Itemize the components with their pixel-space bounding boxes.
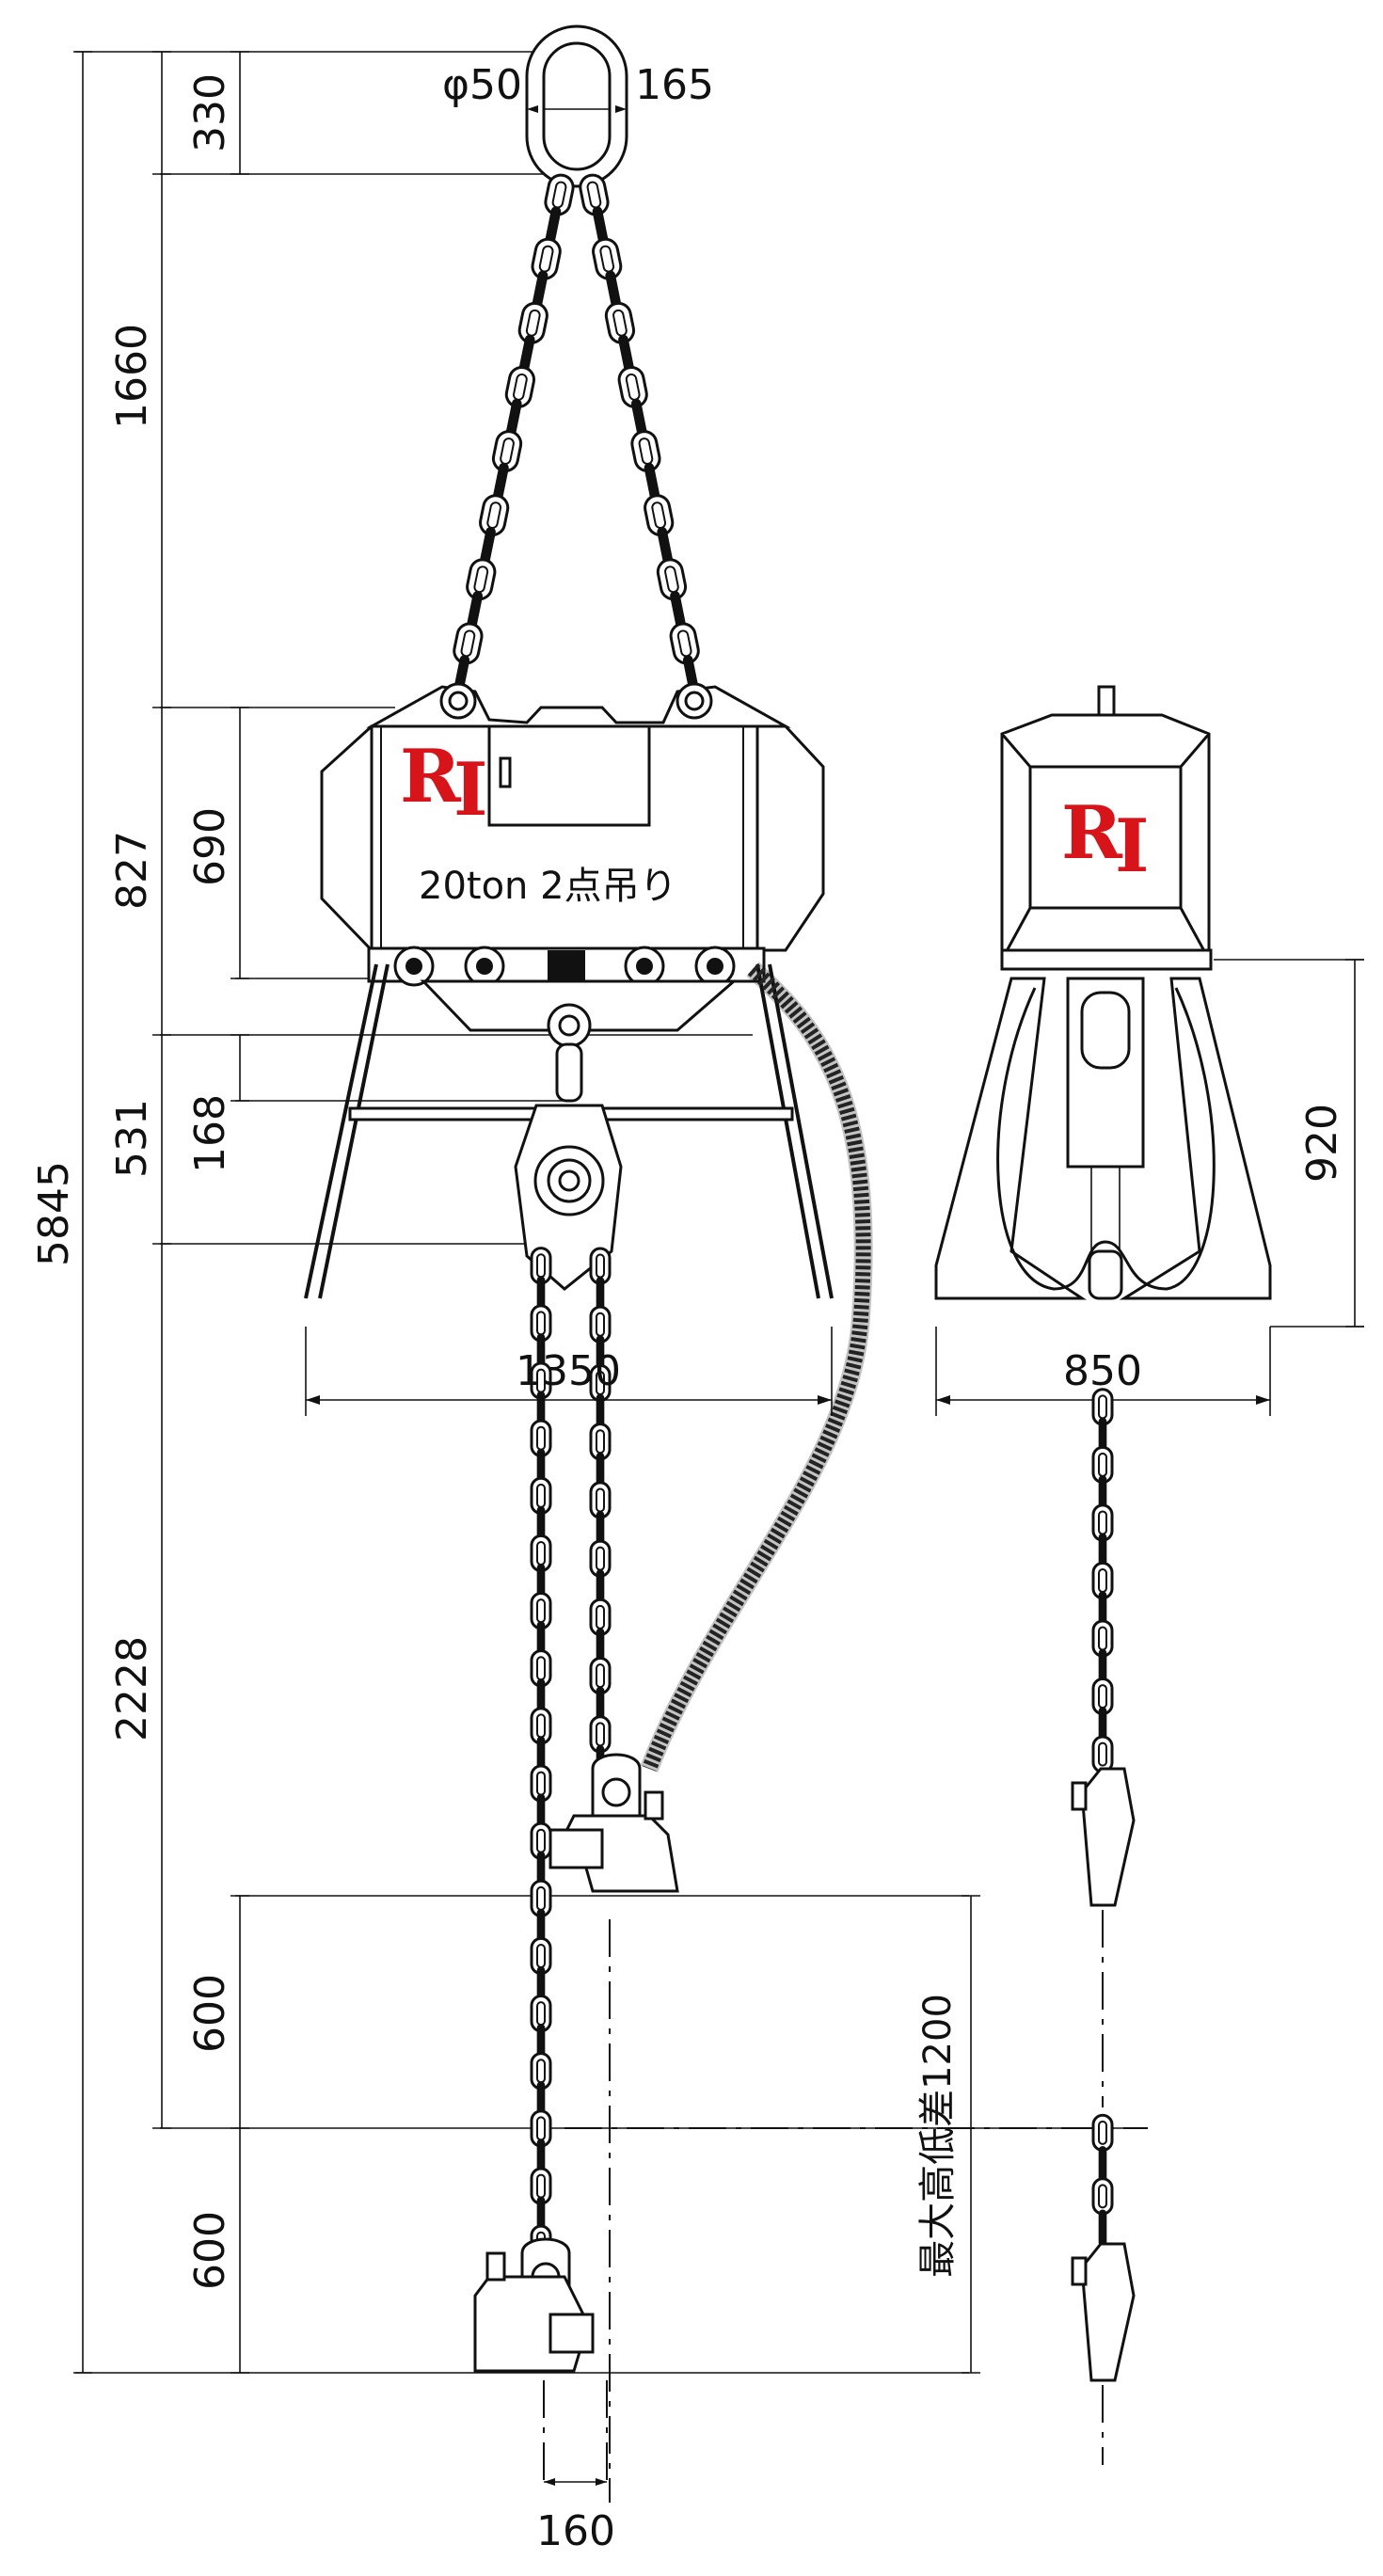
- chain-link: [589, 1363, 612, 1403]
- hook-upper: [548, 1753, 679, 2503]
- chain-link: [1098, 2146, 1107, 2184]
- chain-link: [589, 1539, 612, 1578]
- dim-330: 330: [186, 73, 234, 152]
- side-logo-i: I: [1115, 803, 1150, 889]
- wheel: [464, 946, 505, 987]
- chain-link: [1091, 2177, 1114, 2216]
- logo-i: I: [453, 747, 488, 833]
- control-cable: [642, 962, 871, 1772]
- chain-link: [669, 622, 700, 665]
- chain-link: [1091, 1735, 1114, 1773]
- upper-chains: [453, 173, 700, 696]
- dim-side-height: 920: [1298, 1104, 1346, 1183]
- front-view: R I 20ton 2点吊り: [304, 682, 834, 1299]
- chain-link: [589, 1305, 612, 1344]
- chain-link: [1091, 1445, 1114, 1485]
- dim-690: 690: [186, 807, 234, 886]
- chain-link: [1091, 2113, 1114, 2152]
- chain-link: [530, 1649, 552, 1688]
- dim-531: 531: [108, 1099, 156, 1178]
- dim-front-width-group: 1350: [305, 1327, 833, 1416]
- chain-link: [491, 430, 523, 472]
- trolley-wheels: [393, 946, 736, 987]
- chain-link: [531, 237, 562, 280]
- dim-2228: 2228: [108, 1636, 156, 1741]
- logo-r: R: [400, 734, 462, 819]
- chain-link: [530, 1534, 552, 1573]
- chain-link: [530, 2167, 552, 2205]
- chain-link: [604, 301, 636, 344]
- stand-frame: [304, 963, 834, 1299]
- dim-5845: 5845: [30, 1161, 78, 1266]
- dim-600-lower: 600: [186, 2211, 234, 2290]
- chain-link: [589, 1657, 612, 1695]
- chain-link: [530, 1936, 552, 1976]
- chain-link: [1091, 1619, 1114, 1658]
- chain-link: [1098, 2209, 1107, 2247]
- chain-link: [530, 1707, 552, 1745]
- dim-168: 168: [186, 1094, 234, 1173]
- dim-front-width: 1350: [516, 1347, 621, 1395]
- capacity-label: 20ton 2点吊り: [419, 865, 677, 908]
- dim-1660: 1660: [108, 324, 156, 429]
- chain-link: [617, 365, 648, 408]
- dim-ring: 165: [635, 61, 714, 109]
- chain-link: [530, 1879, 552, 1917]
- dim-pin-dia: φ50: [442, 61, 522, 109]
- hook-block: [514, 1003, 623, 1291]
- dim-max-height-diff: 最大高低差1200: [916, 1994, 960, 2278]
- side-logo-r: R: [1061, 790, 1123, 876]
- chain-link: [589, 1715, 612, 1754]
- side-view: R I 920 850: [934, 685, 1364, 2465]
- lower-chains: [530, 1247, 612, 2263]
- chain-link: [517, 301, 548, 344]
- side-chains: [1091, 1388, 1114, 2247]
- hook-lower: 160: [473, 2237, 615, 2555]
- chain-link: [530, 2052, 552, 2091]
- dimension-labels-left: 330 1660 827 690 531 168 5845 2228 600 6…: [30, 73, 234, 2290]
- dim-600-upper: 600: [186, 1974, 234, 2053]
- chain-link: [1091, 1561, 1114, 1600]
- dimension-lines-left: [73, 51, 1129, 2374]
- wheel: [694, 946, 736, 987]
- dim-827: 827: [108, 831, 156, 910]
- dim-max-height-group: 最大高低差1200: [916, 1895, 980, 2374]
- dim-hook-width: 160: [536, 2507, 615, 2555]
- wheel: [393, 946, 435, 987]
- wheel: [624, 946, 665, 987]
- motor-hub: [548, 950, 585, 980]
- chain-link: [592, 237, 623, 280]
- top-ring: φ50 165: [442, 24, 714, 188]
- dim-side-width: 850: [1063, 1347, 1142, 1395]
